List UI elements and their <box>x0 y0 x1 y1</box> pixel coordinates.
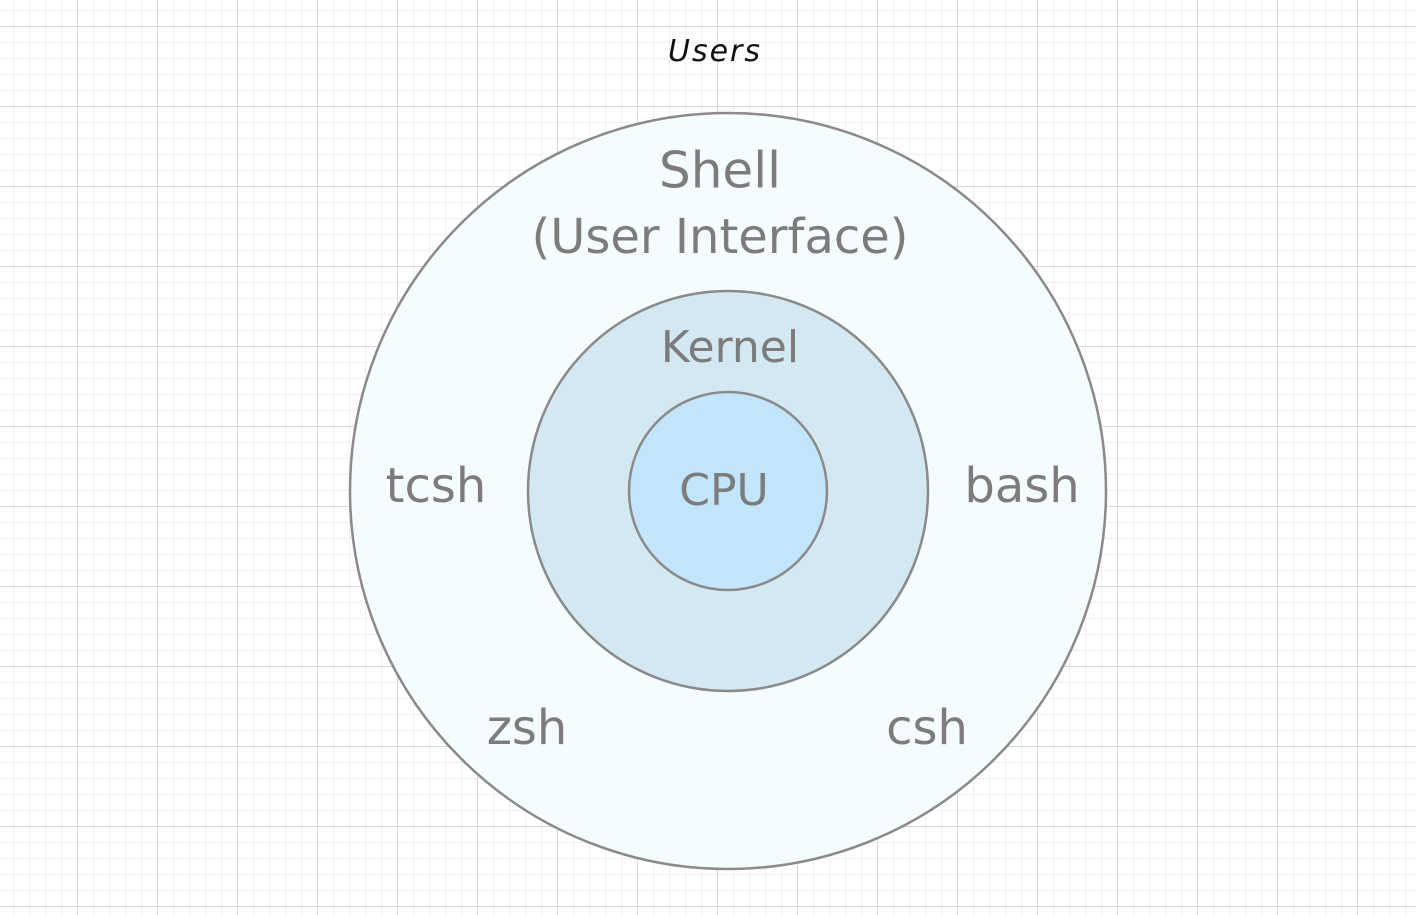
diagram-title: Users <box>667 34 762 69</box>
cpu-label: CPU <box>679 465 768 516</box>
shell-option-zsh: zsh <box>487 700 568 756</box>
kernel-label: Kernel <box>661 322 799 373</box>
shell-option-bash: bash <box>964 458 1079 514</box>
shell-label: Shell <box>659 142 781 200</box>
cpu-circle <box>627 390 829 592</box>
shell-sublabel: (User Interface) <box>531 209 908 265</box>
shell-option-csh: csh <box>886 700 968 756</box>
shell-option-tcsh: tcsh <box>386 458 487 514</box>
